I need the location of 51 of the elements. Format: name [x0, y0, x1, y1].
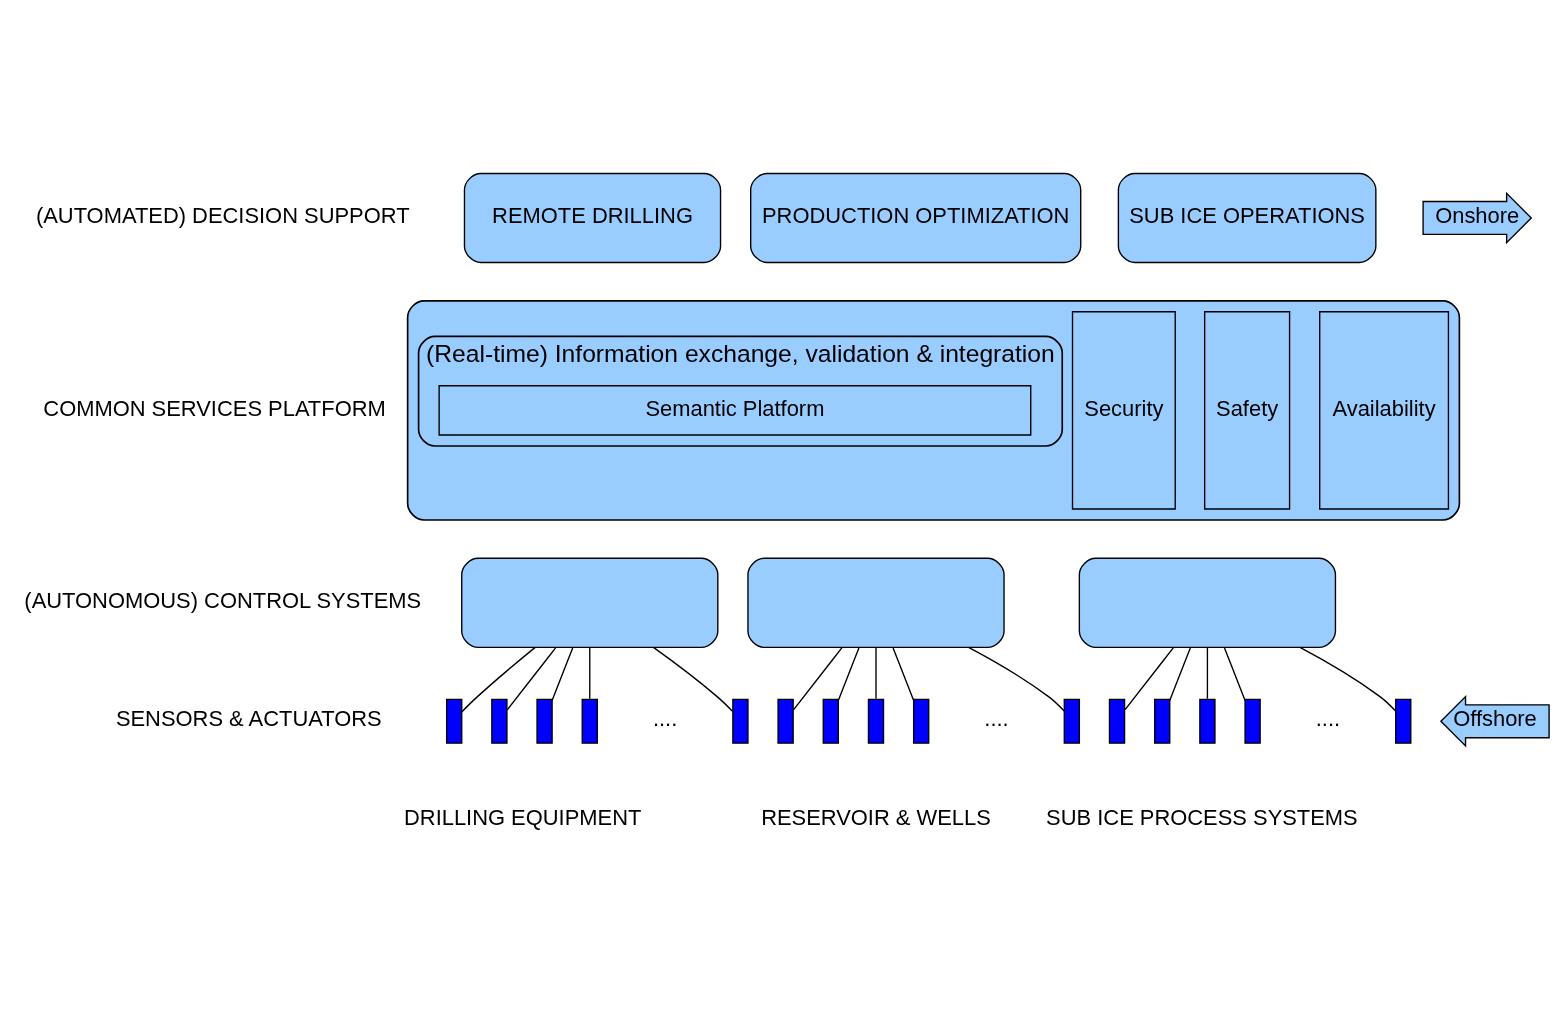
connector [551, 647, 574, 702]
label: DRILLING EQUIPMENT [403, 805, 642, 831]
node-box [1078, 557, 1337, 648]
label: SENSORS & ACTUATORS [115, 706, 382, 732]
node-bar [732, 698, 749, 744]
connector [967, 646, 1065, 712]
connector [1299, 646, 1397, 712]
connector [1124, 647, 1174, 711]
node-bar [867, 698, 885, 744]
label: COMMON SERVICES PLATFORM [43, 395, 386, 421]
node-bar [1108, 698, 1126, 744]
connector [892, 647, 915, 702]
connector [1223, 647, 1246, 702]
node-box: Semantic Platform [438, 385, 1032, 436]
node-box: Security [1071, 311, 1176, 510]
connector [875, 647, 877, 700]
node-bar [491, 698, 508, 744]
label: .... [1315, 706, 1341, 732]
node-bar [822, 698, 839, 744]
node-bar [912, 698, 930, 744]
node-box: PRODUCTION OPTIMIZATION [750, 172, 1082, 264]
connector [589, 647, 591, 700]
node-bar [1244, 698, 1261, 744]
connector [1169, 647, 1191, 702]
node-box: Safety [1204, 311, 1291, 510]
connector [506, 647, 557, 711]
connector [652, 646, 734, 713]
connector [1206, 647, 1209, 700]
cluster [406, 300, 1461, 521]
node-bar [445, 698, 463, 744]
label: .... [652, 706, 678, 732]
label: .... [984, 706, 1009, 732]
label: RESERVOIR & WELLS [761, 805, 991, 831]
node-bar [1063, 698, 1081, 744]
node-box: Availability [1319, 311, 1450, 510]
connector [837, 647, 860, 702]
node-bar [1395, 698, 1412, 744]
node-bar [1154, 698, 1171, 744]
connector [792, 647, 843, 711]
node-box [461, 557, 719, 648]
connector [461, 646, 536, 713]
node-bar [581, 698, 598, 744]
label: (AUTOMATED) DECISION SUPPORT [35, 203, 410, 229]
node-box: REMOTE DRILLING [463, 172, 722, 264]
node-bar [536, 698, 553, 744]
label: SUB ICE PROCESS SYSTEMS [1046, 805, 1358, 831]
node-box: SUB ICE OPERATIONS [1117, 172, 1377, 264]
node-bar [777, 698, 794, 744]
node-box [747, 557, 1005, 648]
label: (AUTONOMOUS) CONTROL SYSTEMS [24, 588, 422, 614]
node-bar [1199, 698, 1216, 744]
